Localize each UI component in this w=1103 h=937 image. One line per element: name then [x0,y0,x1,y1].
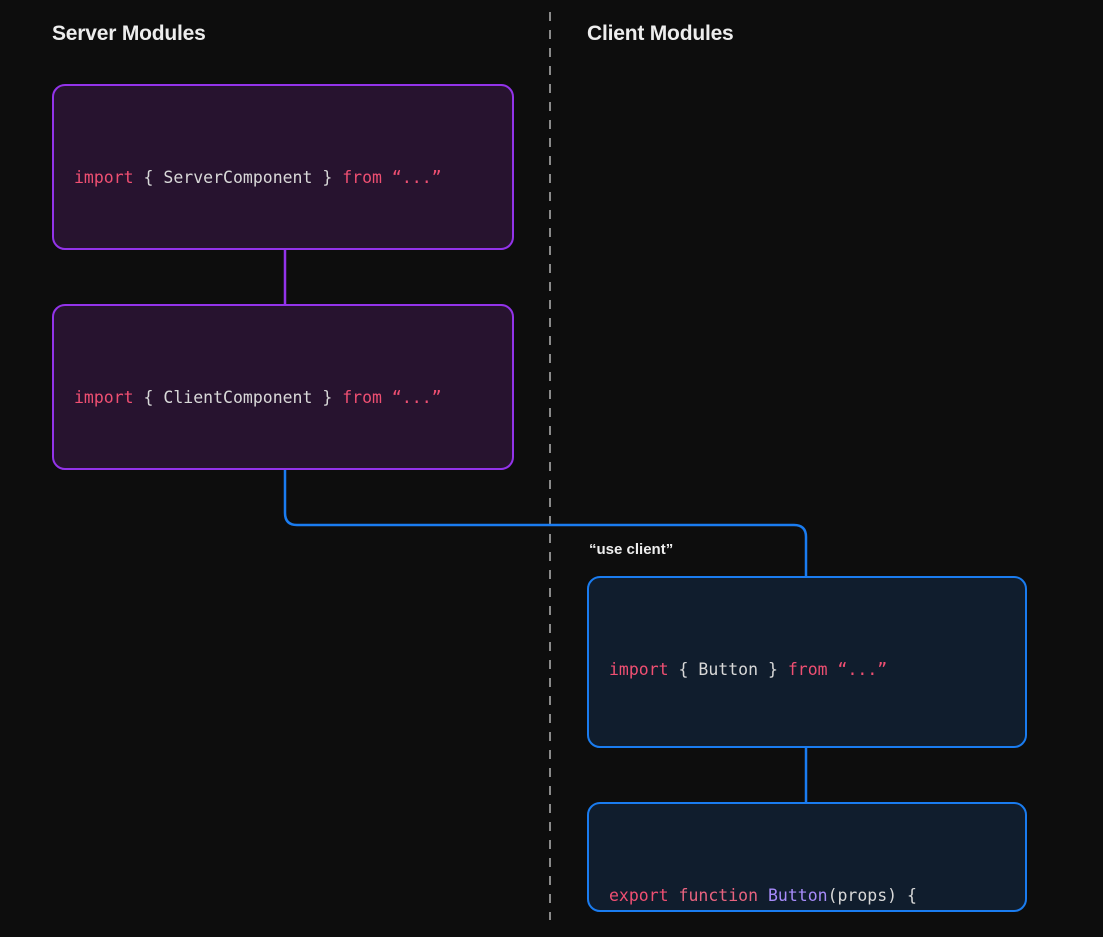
use-client-directive-label: “use client” [589,541,674,558]
code-block-server-component[interactable]: import { ClientComponent } from “...” ex… [52,304,514,470]
code-line-import: import { ServerComponent } from “...” [74,164,492,192]
code-line-import: import { ClientComponent } from “...” [74,384,492,412]
code-line-import: import { Button } from “...” [609,656,1005,684]
token-import-keyword: import [74,388,134,407]
token-brace-close: } [312,388,343,407]
code-blank-line [609,740,1005,746]
client-modules-heading: Client Modules [587,22,734,45]
code-block-page[interactable]: import { ServerComponent } from “...” ex… [52,84,514,250]
token-import-keyword: import [609,660,669,679]
token-function-keyword: function [678,886,768,905]
code-blank-line [74,468,492,470]
token-export-keyword: export [609,886,679,905]
token-import-keyword: import [74,168,134,187]
token-brace-open: { [668,660,699,679]
token-signature-tail: (props) { [827,886,917,905]
code-block-button[interactable]: export function Button(props) { return <… [587,802,1027,912]
token-brace-open: { [133,168,164,187]
code-line-export: export function Button(props) { [609,882,1005,910]
token-brace-close: } [312,168,343,187]
token-imported-symbol: ServerComponent [163,168,313,187]
connector-servercomponent-to-clientcomponent [283,468,808,578]
code-block-client-component[interactable]: import { Button } from “...” export func… [587,576,1027,748]
code-blank-line [74,248,492,250]
token-module-source: “...” [827,660,888,679]
token-brace-open: { [133,388,164,407]
token-from-keyword: from [342,388,382,407]
token-from-keyword: from [342,168,382,187]
token-brace-close: } [758,660,788,679]
token-function-name: Button [767,886,828,905]
token-imported-symbol: Button [698,660,759,679]
token-imported-symbol: ClientComponent [163,388,313,407]
token-module-source: “...” [382,168,442,187]
token-from-keyword: from [787,660,828,679]
token-module-source: “...” [382,388,442,407]
server-client-divider [549,12,551,920]
server-modules-heading: Server Modules [52,22,206,45]
